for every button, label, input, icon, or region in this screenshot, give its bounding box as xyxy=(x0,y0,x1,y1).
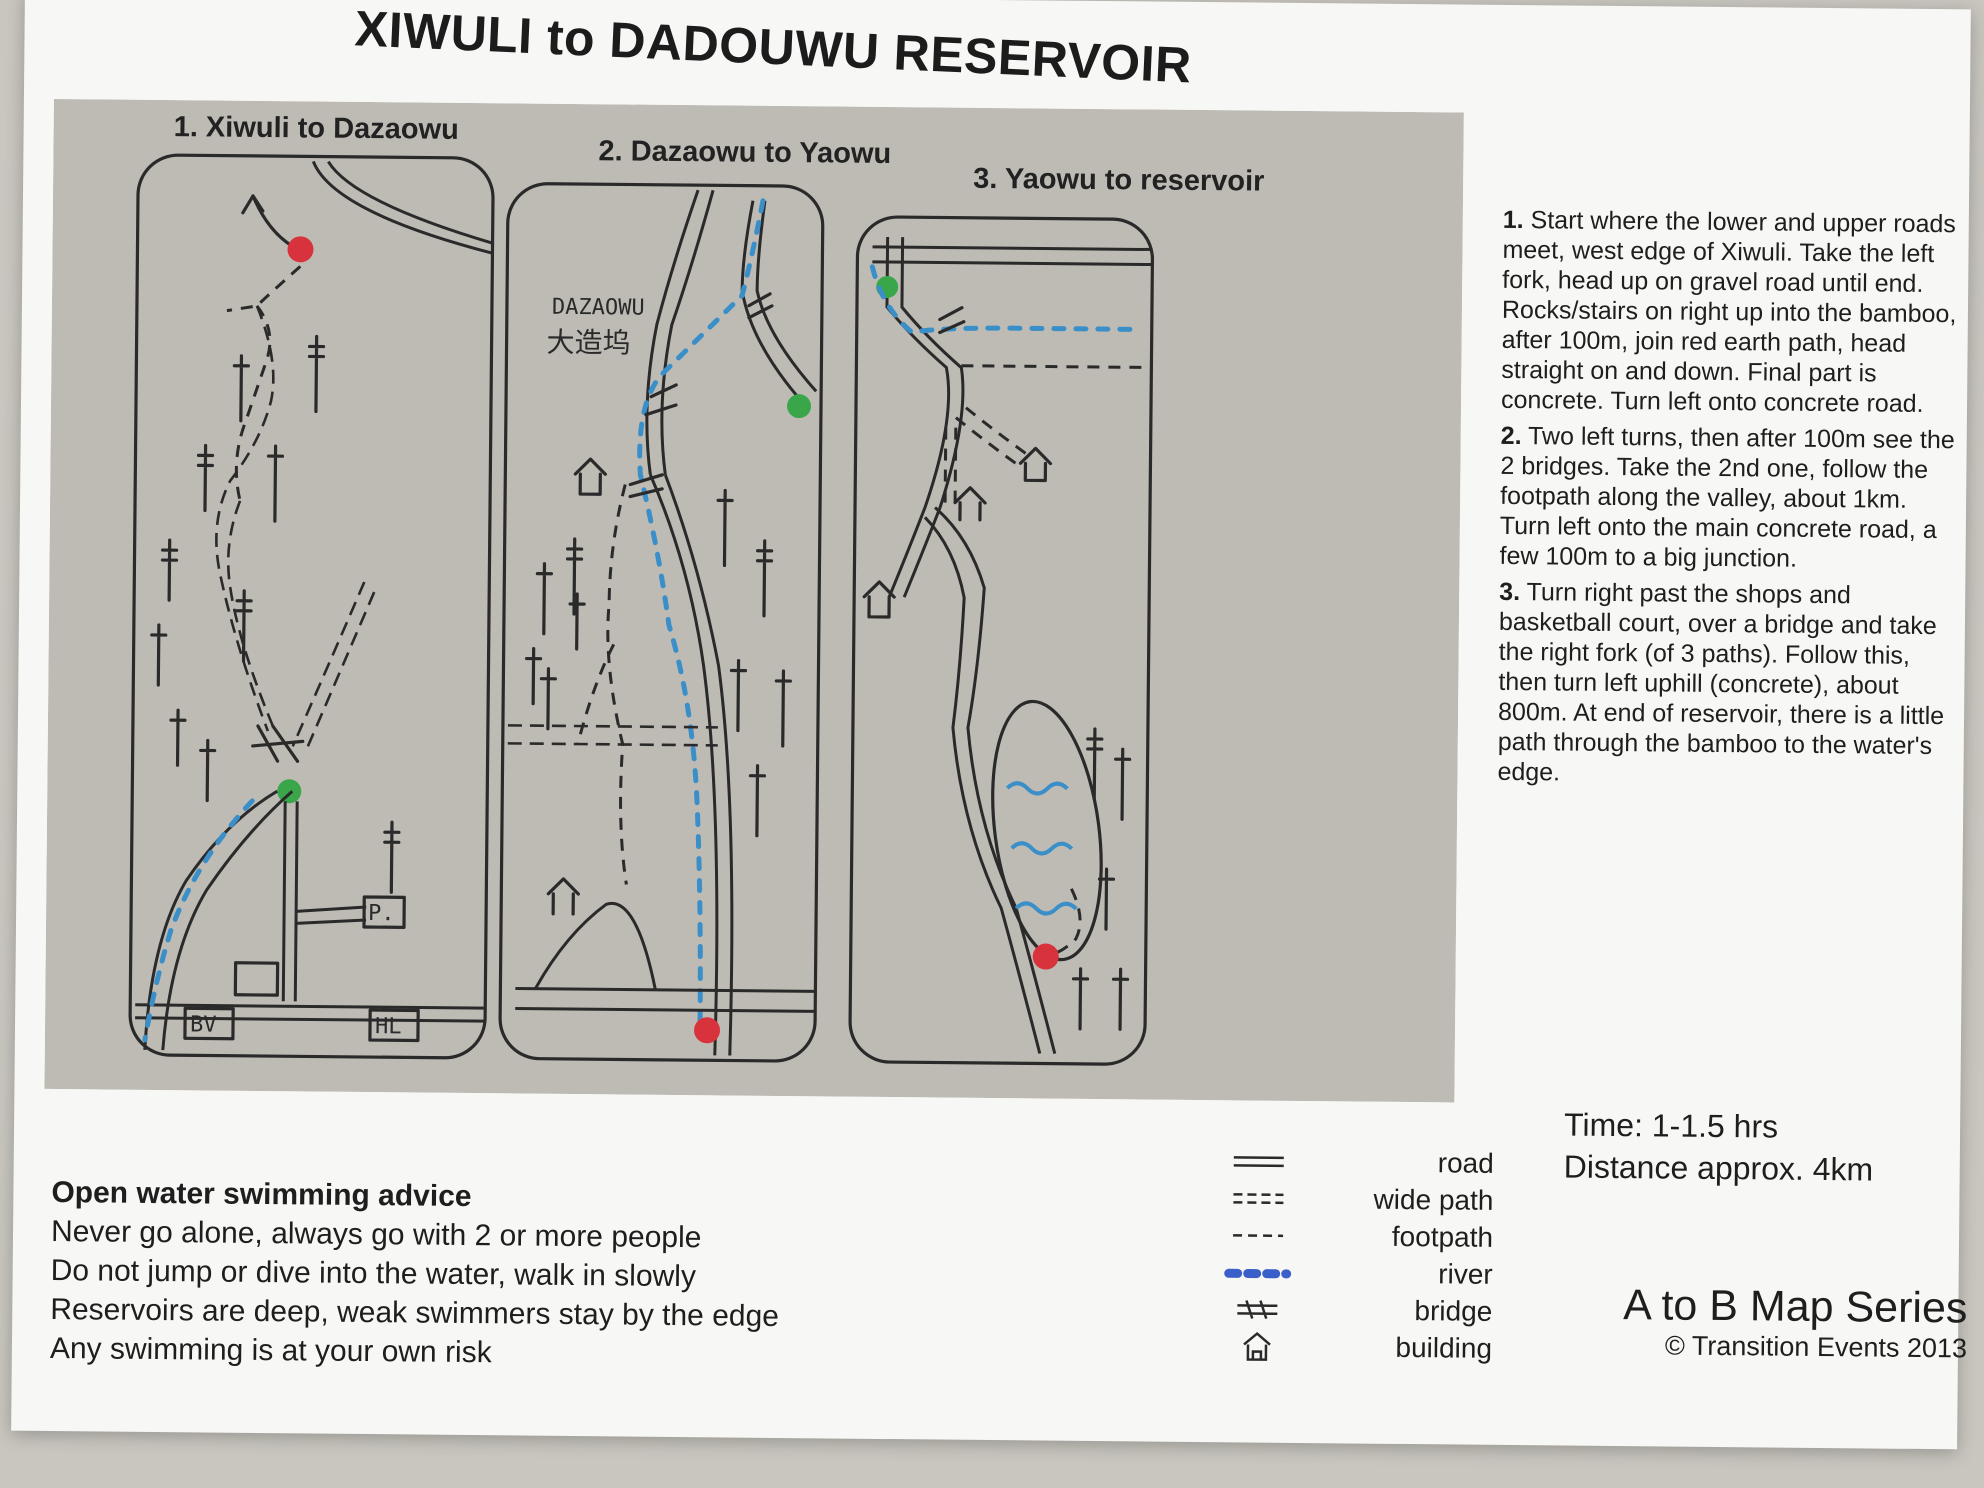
finish-marker xyxy=(694,1017,721,1044)
panel-1-frame xyxy=(128,153,495,1060)
map-legend: road wide path footpath river bridge bui… xyxy=(1222,1142,1494,1367)
building-symbol-icon xyxy=(1243,1331,1271,1361)
legend-label: building xyxy=(1395,1331,1493,1364)
legend-row-river: river xyxy=(1223,1253,1493,1293)
legend-row-building: building xyxy=(1222,1327,1492,1367)
step-text: Two left turns, then after 100m see the … xyxy=(1499,422,1955,573)
reservoir-water xyxy=(1005,781,1078,916)
series-credit: A to B Map Series © Transition Events 20… xyxy=(1612,1281,1968,1364)
direction-arrow xyxy=(241,194,295,248)
panel-3-title: 3. Yaowu to reservoir xyxy=(973,163,1265,198)
parking-sign xyxy=(362,895,406,929)
map-title: XIWULI to DADOUWU RESERVOIR xyxy=(353,0,1193,94)
directions: 1. Start where the lower and upper roads… xyxy=(1497,205,1963,797)
bridge-icon xyxy=(251,724,305,763)
finish-marker xyxy=(1032,943,1059,970)
panel-2-map: DAZAOWU 大造坞 xyxy=(498,182,825,1063)
step-text: Turn right past the shops and basketball… xyxy=(1497,578,1945,787)
hl-label: HL xyxy=(375,1014,402,1039)
tree-icons xyxy=(150,334,401,894)
direction-step-3: 3. Turn right past the shops and basketb… xyxy=(1497,577,1959,791)
trip-info: Time: 1-1.5 hrs Distance approx. 4km xyxy=(1564,1104,1874,1191)
panel-2-frame xyxy=(498,182,825,1063)
bridge-symbol-icon xyxy=(1237,1299,1278,1319)
route-map: 1. Xiwuli to Dazaowu 2. Dazaowu to Yaowu… xyxy=(44,98,1464,1103)
copyright: © Transition Events 2013 xyxy=(1664,1330,1968,1364)
building-icon xyxy=(233,961,280,997)
legend-row-road: road xyxy=(1224,1142,1494,1182)
bridge-icon xyxy=(938,306,966,335)
dazaowu-chinese-label: 大造坞 xyxy=(546,326,630,360)
wide-path-symbol-icon xyxy=(1233,1192,1284,1204)
series-name: A to B Map Series xyxy=(1623,1281,1968,1333)
bv-label: BV xyxy=(190,1012,217,1037)
distance-estimate: Distance approx. 4km xyxy=(1563,1148,1874,1188)
legend-row-footpath: footpath xyxy=(1223,1216,1493,1256)
direction-step-2: 2. Two left turns, then after 100m see t… xyxy=(1499,421,1960,575)
legend-label: footpath xyxy=(1391,1220,1494,1253)
road-symbol-icon xyxy=(1233,1155,1284,1167)
building-icon xyxy=(546,877,580,916)
bridge-icon xyxy=(628,473,664,499)
legend-label: road xyxy=(1437,1146,1494,1179)
legend-label: bridge xyxy=(1414,1294,1493,1327)
legend-row-bridge: bridge xyxy=(1222,1290,1493,1330)
step-number: 3. xyxy=(1499,577,1521,607)
bv-sign xyxy=(183,1006,235,1041)
advice-line: Any swimming is at your own risk xyxy=(49,1331,492,1370)
time-estimate: Time: 1-1.5 hrs xyxy=(1563,1106,1779,1145)
paper-sheet: XIWULI to DADOUWU RESERVOIR 1. Xiwuli to… xyxy=(11,0,1971,1450)
step-number: 2. xyxy=(1500,421,1522,451)
dazaowu-latin-label: DAZAOWU xyxy=(552,295,645,321)
step-text: Start where the lower and upper roads me… xyxy=(1500,206,1957,418)
bridge-icon xyxy=(644,383,678,417)
end-marker xyxy=(277,779,302,804)
legend-row-wide-path: wide path xyxy=(1223,1179,1494,1219)
parking-label: P. xyxy=(368,901,395,926)
panel-2-title: 2. Dazaowu to Yaowu xyxy=(598,135,891,170)
tree-icons xyxy=(1071,727,1132,1031)
map-background xyxy=(44,98,1464,1103)
panel-3-map xyxy=(848,215,1155,1066)
building-icon xyxy=(862,580,896,619)
building-icon xyxy=(1018,446,1053,483)
panel-1-map: P. BV HL xyxy=(128,153,495,1060)
tree-icons xyxy=(524,488,792,838)
river-symbol-icon xyxy=(1224,1268,1292,1278)
building-icon xyxy=(953,486,987,522)
map-area: 1. Xiwuli to Dazaowu 2. Dazaowu to Yaowu… xyxy=(44,98,1464,1103)
start-marker xyxy=(787,394,812,419)
swimming-advice: Open water swimming advice Never go alon… xyxy=(50,1173,780,1375)
panel-3-frame xyxy=(848,215,1155,1066)
building-icon xyxy=(573,457,607,496)
direction-step-1: 1. Start where the lower and upper roads… xyxy=(1501,205,1963,419)
bridge-icon xyxy=(747,292,774,320)
legend-label: wide path xyxy=(1373,1183,1494,1216)
step-number: 1. xyxy=(1502,205,1524,235)
hl-sign xyxy=(368,1008,420,1043)
panel-1-title: 1. Xiwuli to Dazaowu xyxy=(173,111,458,146)
footpath-symbol-icon xyxy=(1233,1233,1284,1237)
reservoir-outline xyxy=(991,699,1103,962)
start-marker xyxy=(287,236,314,263)
legend-label: river xyxy=(1438,1257,1493,1290)
